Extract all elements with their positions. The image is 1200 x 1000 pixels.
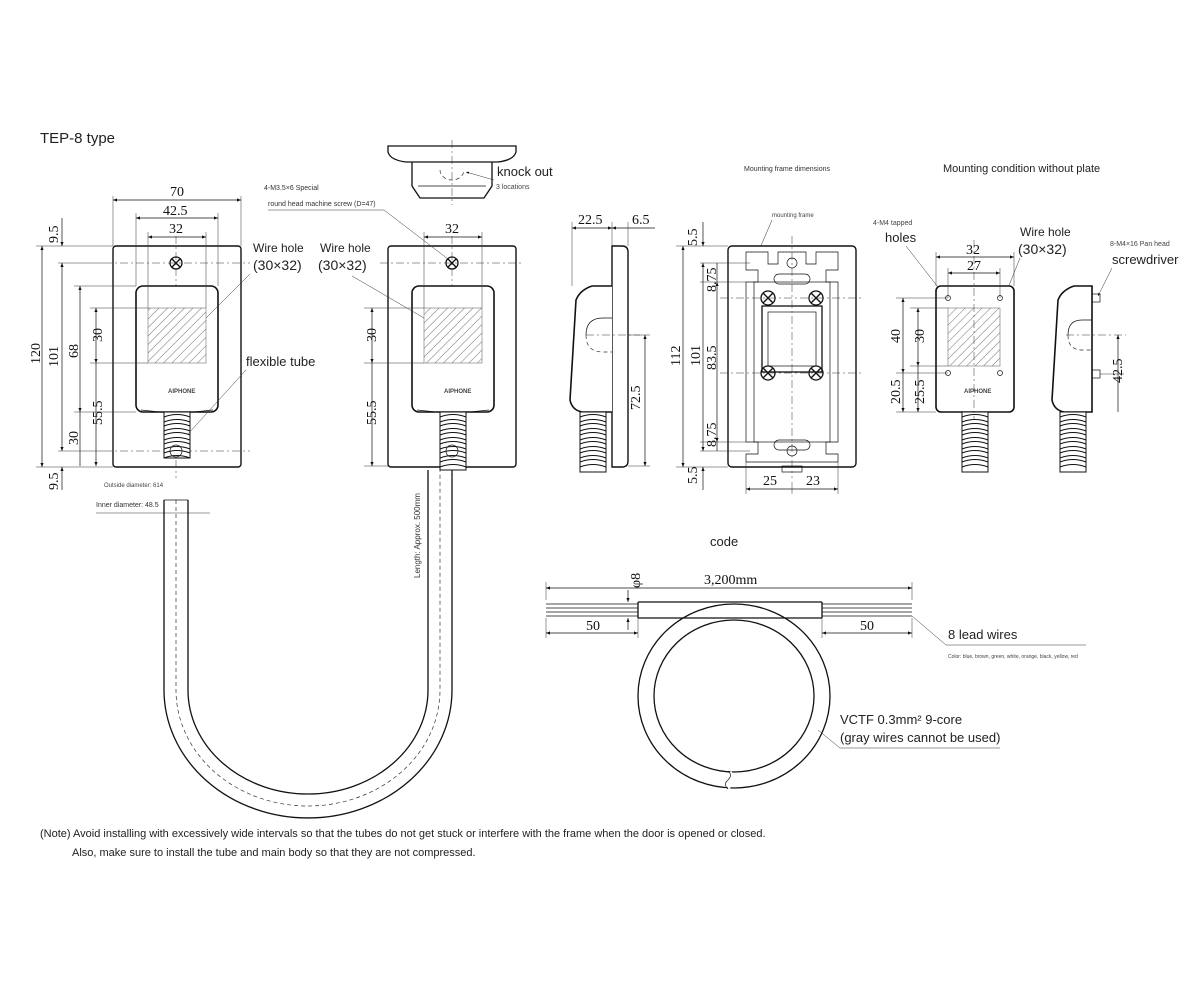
np-dim-40: 40 bbox=[889, 329, 904, 343]
note-line2: Also, make sure to install the tube and … bbox=[72, 847, 476, 859]
screw-icon bbox=[169, 256, 183, 270]
knockout-sublabel: 3 locations bbox=[496, 184, 530, 191]
tapped-holes-line2: holes bbox=[885, 230, 917, 245]
cord-length: 3,200mm bbox=[704, 573, 757, 588]
drawing-title: TEP-8 type bbox=[40, 130, 115, 147]
tube-length-label: Length: Approx. 500mm bbox=[413, 493, 422, 578]
pan-head-line2: screwdriver bbox=[1112, 252, 1179, 267]
dim-30-v2: 30 bbox=[365, 328, 380, 342]
screw-icon bbox=[1091, 369, 1101, 379]
np-dim-27: 27 bbox=[967, 259, 981, 274]
svg-text:AIPHONE: AIPHONE bbox=[168, 389, 195, 395]
flexible-tube bbox=[163, 470, 453, 819]
dim-68: 68 bbox=[67, 344, 82, 358]
cord-strip-left: 50 bbox=[586, 619, 600, 634]
front-view-second: AIPHONE 32 30 55.5 4-M3.5×6 Special roun… bbox=[264, 185, 524, 578]
mounting-frame-view: Mounting frame dimensions mounting frame bbox=[669, 166, 864, 494]
lead-wires-label: 8 lead wires bbox=[948, 627, 1018, 642]
cord-title: code bbox=[710, 534, 738, 549]
screw-icon bbox=[1091, 293, 1101, 303]
dim-101: 101 bbox=[47, 346, 62, 367]
frame-dim-5-5-bottom: 5.5 bbox=[686, 467, 701, 485]
cord-spec-line2: (gray wires cannot be used) bbox=[840, 730, 1000, 745]
knockout-top-view: knock out 3 locations bbox=[387, 140, 553, 205]
np-dim-25-5: 25.5 bbox=[913, 380, 928, 405]
cord-spec-line1: VCTF 0.3mm² 9-core bbox=[840, 712, 962, 727]
outside-diameter-label: Outside diameter: 614 bbox=[104, 483, 164, 489]
wire-hole-area bbox=[147, 307, 207, 364]
screw-icon bbox=[445, 256, 459, 270]
dim-72-5: 72.5 bbox=[629, 386, 644, 411]
np-dim-30: 30 bbox=[913, 329, 928, 343]
wire-hole-size: (30×32) bbox=[253, 257, 302, 273]
frame-dim-8-75-bottom: 8.75 bbox=[705, 423, 720, 448]
np-dim-32: 32 bbox=[966, 243, 980, 258]
dim-32: 32 bbox=[169, 222, 183, 237]
wire-hole-label: Wire hole bbox=[253, 241, 304, 255]
dim-30-b: 30 bbox=[67, 431, 82, 445]
dim-55-5-v2: 55.5 bbox=[365, 401, 380, 426]
inner-diameter-label: Inner diameter: 48.5 bbox=[96, 502, 159, 509]
front-view-with-plate: AIPHONE 70 42.5 32 120 101 68 30 55. bbox=[29, 185, 315, 518]
pan-head-line1: 8-M4×16 Pan head bbox=[1110, 241, 1170, 248]
frame-dim-83-5: 83.5 bbox=[705, 346, 720, 371]
frame-dim-25: 25 bbox=[763, 474, 777, 489]
dim-6-5: 6.5 bbox=[632, 213, 650, 228]
screw-spec-line1: 4-M3.5×6 Special bbox=[264, 185, 319, 192]
knockout-label: knock out bbox=[497, 164, 553, 179]
dim-9-5-bottom: 9.5 bbox=[47, 473, 62, 491]
wire-hole-size-v3: (30×32) bbox=[1018, 241, 1067, 257]
flexible-tube-label: flexible tube bbox=[246, 354, 315, 369]
mounting-frame-label: mounting frame bbox=[772, 213, 814, 219]
screw-spec-line2: round head machine screw (D=47) bbox=[268, 201, 376, 208]
dim-30-a: 30 bbox=[91, 328, 106, 342]
wire-hole-label-v2: Wire hole bbox=[320, 241, 371, 255]
dim-120: 120 bbox=[29, 343, 44, 364]
frame-dim-112: 112 bbox=[669, 346, 684, 366]
dim-55-5: 55.5 bbox=[91, 401, 106, 426]
dim-70: 70 bbox=[170, 185, 184, 200]
dim-22-5: 22.5 bbox=[578, 213, 603, 228]
wire-hole-label-v3: Wire hole bbox=[1020, 225, 1071, 239]
without-plate-view: Mounting condition without plate 4-M4 ta… bbox=[873, 163, 1179, 473]
frame-dim-23: 23 bbox=[806, 474, 820, 489]
cord-diameter: φ8 bbox=[629, 573, 644, 588]
tapped-holes-line1: 4-M4 tapped bbox=[873, 220, 912, 227]
cord-diagram: code 3,200mm φ8 50 50 8 lead wires Co bbox=[545, 534, 1086, 790]
np-dim-20-5: 20.5 bbox=[889, 380, 904, 405]
frame-dim-5-5-top: 5.5 bbox=[686, 229, 701, 247]
frame-dim-8-75-top: 8.75 bbox=[705, 268, 720, 293]
svg-text:AIPHONE: AIPHONE bbox=[444, 389, 471, 395]
cord-strip-right: 50 bbox=[860, 619, 874, 634]
frame-dim-101: 101 bbox=[689, 345, 704, 366]
wire-hole-size-v2: (30×32) bbox=[318, 257, 367, 273]
np-dim-42-5: 42.5 bbox=[1111, 359, 1126, 384]
mounting-frame-title: Mounting frame dimensions bbox=[744, 166, 830, 173]
note-line1: (Note) Avoid installing with excessively… bbox=[40, 828, 766, 840]
dim-32-v2: 32 bbox=[445, 222, 459, 237]
svg-text:AIPHONE: AIPHONE bbox=[964, 389, 991, 395]
dim-42-5: 42.5 bbox=[163, 204, 188, 219]
lead-wire-colors: Color: blue, brown, green, white, orange… bbox=[948, 654, 1078, 660]
side-view: 22.5 6.5 72.5 bbox=[569, 213, 655, 473]
dim-9-5-top: 9.5 bbox=[47, 226, 62, 244]
installation-note: (Note) Avoid installing with excessively… bbox=[40, 828, 766, 859]
without-plate-title: Mounting condition without plate bbox=[943, 163, 1100, 175]
